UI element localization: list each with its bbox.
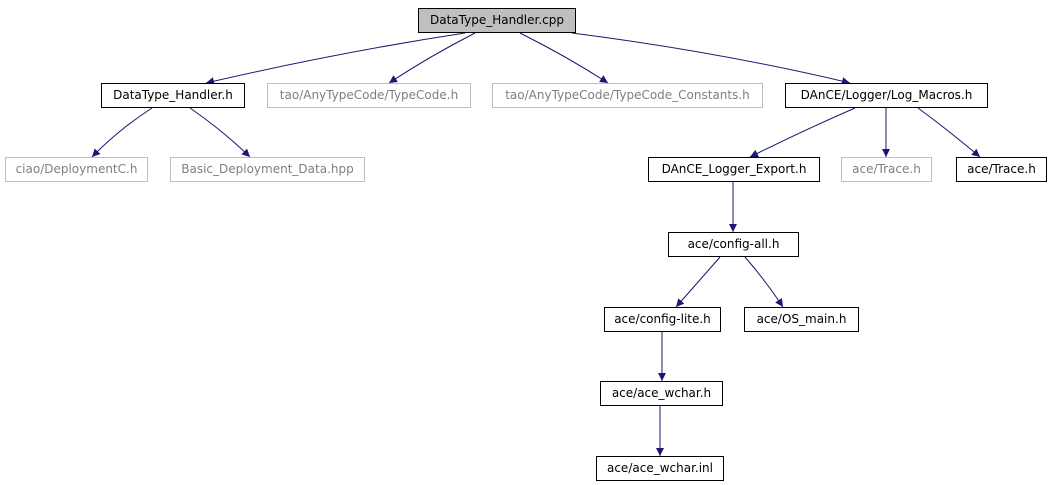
edge-cpp-to-typecode-h [388,32,476,84]
node-config-lite-h[interactable]: ace/config-lite.h [604,307,721,332]
edge-cpp-to-log-macros-h [571,32,851,86]
edge-cpp-to-datatype-handler-h [205,32,466,86]
node-trace-h[interactable]: ace/Trace.h [956,157,1047,182]
node-typecode-constants-h[interactable]: tao/AnyTypeCode/TypeCode_Constants.h [492,83,763,108]
edge-log-macros-to-trace [917,107,981,158]
node-trace-h-external[interactable]: ace/Trace.h [841,157,932,182]
node-datatype-handler-cpp[interactable]: DataType_Handler.cpp [418,8,576,33]
edge-log-macros-to-logger-export [749,107,856,158]
edge-cpp-to-typecode-constants-h [519,32,609,84]
node-os-main-h[interactable]: ace/OS_main.h [744,307,859,332]
node-dance-logger-export-h[interactable]: DAnCE_Logger_Export.h [648,157,820,182]
node-basic-deployment-data-hpp[interactable]: Basic_Deployment_Data.hpp [170,157,365,182]
node-ace-wchar-h[interactable]: ace/ace_wchar.h [600,381,723,406]
edge-config-all-to-os-main [744,256,784,308]
node-log-macros-h[interactable]: DAnCE/Logger/Log_Macros.h [785,83,988,108]
edge-datatype-handler-to-basic-deployment-data [189,107,251,158]
edge-config-all-to-config-lite [675,256,721,308]
node-datatype-handler-h[interactable]: DataType_Handler.h [101,83,245,108]
node-config-all-h[interactable]: ace/config-all.h [668,232,799,257]
node-ace-wchar-inl[interactable]: ace/ace_wchar.inl [596,456,724,481]
node-deploymentc-h[interactable]: ciao/DeploymentC.h [5,157,148,182]
edge-datatype-handler-to-deploymentc [91,107,153,158]
node-typecode-h[interactable]: tao/AnyTypeCode/TypeCode.h [267,83,471,108]
